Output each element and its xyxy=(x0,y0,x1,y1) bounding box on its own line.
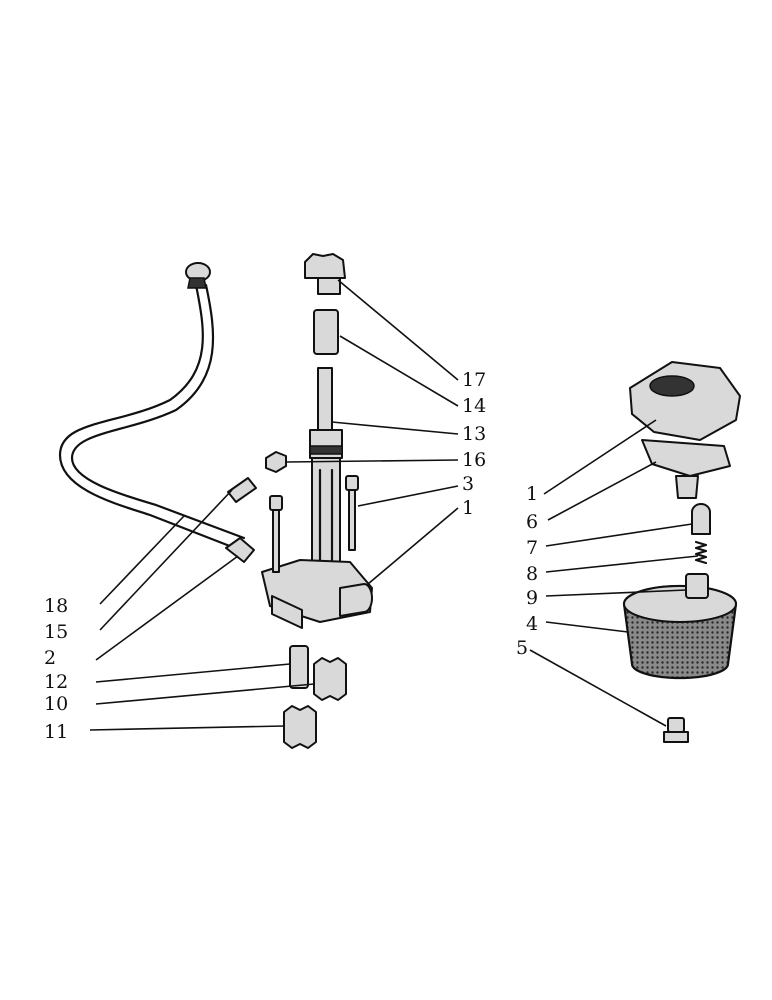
oil-delivery-pipe xyxy=(58,262,255,563)
callout-2: 2 xyxy=(44,647,56,669)
idler-pin xyxy=(289,645,309,689)
callout-9: 9 xyxy=(526,587,538,609)
callout-5: 5 xyxy=(516,637,528,659)
callout-14: 14 xyxy=(462,395,486,417)
callout-labels-left: 17 14 13 16 3 1 18 15 2 12 10 11 xyxy=(44,369,486,743)
strainer-gauze xyxy=(622,573,738,680)
callout-7: 7 xyxy=(526,537,538,559)
callout-11: 11 xyxy=(44,721,68,743)
callout-17: 17 xyxy=(462,369,486,391)
callout-16: 16 xyxy=(462,449,486,471)
lock-nut xyxy=(265,451,287,473)
valve-plunger xyxy=(691,503,711,535)
leader-lines xyxy=(89,279,699,731)
bolts xyxy=(269,475,359,573)
relief-valve-plug xyxy=(227,477,257,503)
callout-18: 18 xyxy=(44,595,68,617)
callout-12: 12 xyxy=(44,671,68,693)
callout-8: 8 xyxy=(526,563,538,585)
callout-6: 6 xyxy=(526,511,538,533)
drive-gear xyxy=(304,253,346,295)
callout-15: 15 xyxy=(44,621,68,643)
callout-labels-right: 1 6 7 8 9 4 5 xyxy=(516,483,538,659)
driving-rotor xyxy=(283,705,317,749)
pump-cover-casting xyxy=(629,361,741,499)
strainer-screw xyxy=(663,717,689,743)
bush-sleeve xyxy=(313,309,339,355)
callout-13: 13 xyxy=(462,423,486,445)
driven-rotor xyxy=(313,657,347,701)
callout-1-right: 1 xyxy=(526,483,538,505)
callout-10: 10 xyxy=(44,693,68,715)
callout-3: 3 xyxy=(462,473,474,495)
callout-4: 4 xyxy=(526,613,538,635)
callout-1-left: 1 xyxy=(462,497,474,519)
valve-spring xyxy=(694,540,708,565)
pump-spindle-and-body xyxy=(261,367,373,629)
